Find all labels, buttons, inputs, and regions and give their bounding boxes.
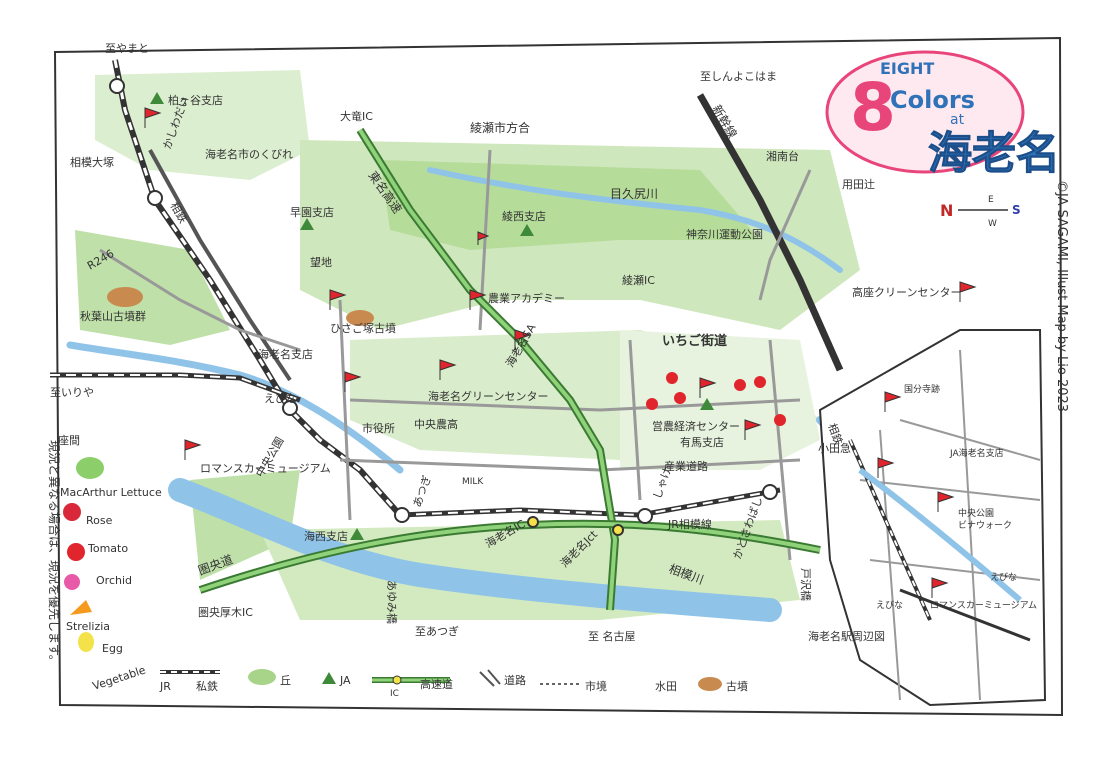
label-mejiri-river: 目久尻川 [610, 187, 658, 201]
pl-ebina-green: 海老名グリーンセンター [428, 389, 548, 403]
produce-lettuce: MacArthur Lettuce [60, 486, 162, 499]
produce-strelitzia: Strelizia [66, 620, 110, 633]
pl-mochiya: 望地 [310, 256, 332, 269]
title-at: at [950, 112, 965, 128]
pl-ayanishi: 綾西支店 [502, 209, 546, 223]
title-colors: Colors [890, 86, 975, 114]
pl-ichigo: いちご街道 [662, 333, 727, 349]
strawberries [646, 372, 786, 426]
inset-chuo-park: 中央公園 [958, 507, 994, 519]
tumulus-marks [107, 287, 374, 326]
legend-ja: JA [339, 674, 351, 687]
label-kiyokawa: 綾瀬市方合 [470, 120, 530, 135]
pl-toyoda: 戸沢橋 [799, 568, 813, 601]
pl-chuo-nokyo: 中央農高 [414, 417, 458, 431]
pl-romancecar: ロマンスカーミュージアム [200, 462, 331, 475]
legend-hill: 丘 [280, 674, 291, 687]
pl-aikou: 相模大塚 [70, 155, 114, 169]
mejiri-river [427, 167, 843, 273]
st-odakyu: 小田急 [818, 441, 851, 455]
pl-arima: 有馬支店 [680, 435, 724, 449]
title-eight: EIGHT [880, 59, 934, 78]
credit: ©JA SAGAMI, Illust Map by Lio 2023 [1054, 180, 1069, 412]
pl-tomato-ic: 大竜IC [340, 109, 373, 123]
dir-sagamiono: 至 名古屋 [588, 629, 636, 643]
inset-vinawalk: ビナウォーク [958, 520, 1012, 531]
legend-private: 私鉄 [196, 679, 218, 693]
legend: JR 私鉄 丘 JA IC 高速道 道路 市境 水田 古墳 [159, 673, 748, 699]
direction-labels: 至やまと 至しんよこはま 至いりや 至あつぎ 至 名古屋 [50, 42, 777, 643]
ja-marks [150, 92, 714, 540]
pl-jitsu: 用田辻 [842, 177, 875, 191]
pl-hisago: ひさご塚古墳 [330, 321, 396, 335]
legend-boundary: 市境 [585, 679, 607, 693]
produce-rose: Rose [86, 514, 113, 527]
inset-ebina-st: えびな [876, 600, 903, 611]
vertical-note: 現況と異なる場合は、現況を優先します。 [47, 440, 62, 667]
legend-expressway: 高速道 [420, 677, 453, 691]
pl-hayazono: 早園支店 [290, 205, 334, 219]
st-ebina: えびな [264, 392, 297, 405]
pl-ebina-station-area: 海老名駅周辺図 [808, 629, 885, 643]
pl-sangyo: 産業道路 [664, 459, 708, 473]
pl-kashiwagaya: 柏ヶ谷支店 [168, 93, 223, 107]
pl-kouza: 湘南台 [766, 149, 799, 163]
pl-akibasan: 秋葉山古墳群 [80, 309, 146, 323]
pl-agri-academy: 農業アカデミー [488, 291, 565, 305]
title-city: 海老名 [928, 128, 1060, 179]
pl-ebina-shiten: 海西支店 [304, 529, 348, 543]
pl-kubire: 海老名市のくびれ [205, 147, 293, 161]
stations [109, 78, 778, 536]
legend-jr: JR [159, 680, 171, 693]
inset-romancecar: ロマンスカーミュージアム [930, 600, 1037, 611]
title-numeral: 8 [850, 69, 896, 146]
inset-kokubunji: 国分寺跡 [904, 383, 940, 395]
dir-atsugi: 至あつぎ [415, 624, 459, 638]
compass-n: N [940, 201, 953, 220]
flags [144, 107, 977, 598]
produce-orchid: Orchid [96, 574, 132, 587]
title-logo: 8 EIGHT Colors at 海老名 [825, 50, 1061, 180]
legend-road: 道路 [504, 673, 526, 687]
inset-labels: 国分寺跡 JA海老名支店 中央公園 ビナウォーク ロマンスカーミュージアム えび… [876, 383, 1037, 611]
pl-ebina-honten: 海老名支店 [258, 347, 313, 361]
inset-ebina-st2: えびな [990, 572, 1017, 583]
sagami-river [168, 478, 782, 622]
pl-tokaido: 綾瀬IC [622, 273, 655, 287]
pl-milk: MILK [462, 477, 484, 487]
legend-paddy: 水田 [655, 680, 677, 693]
pl-rinkai: 高座クリーンセンター [852, 285, 961, 299]
st-jr-sagami: JR相模線 [667, 517, 712, 531]
legend-ic: IC [390, 689, 399, 699]
hill-areas [75, 70, 860, 620]
station-inset [818, 329, 1047, 707]
pl-shiyakusho: 市役所 [362, 421, 395, 435]
dir-yamato: 至やまと [105, 42, 149, 55]
pl-zama: 座間 [58, 433, 80, 447]
compass: N E S W [940, 195, 1021, 229]
compass-s: S [1012, 203, 1021, 217]
dir-shinyokohama: 至しんよこはま [700, 70, 777, 83]
compass-w: W [988, 219, 997, 229]
pl-nogyo: 営農経済センター [652, 419, 740, 433]
produce-tomato: Tomato [87, 542, 128, 555]
pl-ken-o-atsugi: 圏央厚木IC [198, 606, 253, 619]
compass-e: E [988, 195, 994, 205]
pl-jinbo: 神奈川運動公園 [686, 227, 763, 241]
dir-iriya: 至いりや [50, 386, 94, 399]
inset-ja-ebina: JA海老名支店 [949, 447, 1004, 459]
legend-tumulus: 古墳 [726, 680, 748, 693]
sotetsu-line [148, 149, 292, 382]
legend-symbols [160, 669, 722, 691]
pl-ayumibashi: あゆみ橋 [385, 580, 399, 624]
produce-egg: Egg [102, 642, 123, 655]
